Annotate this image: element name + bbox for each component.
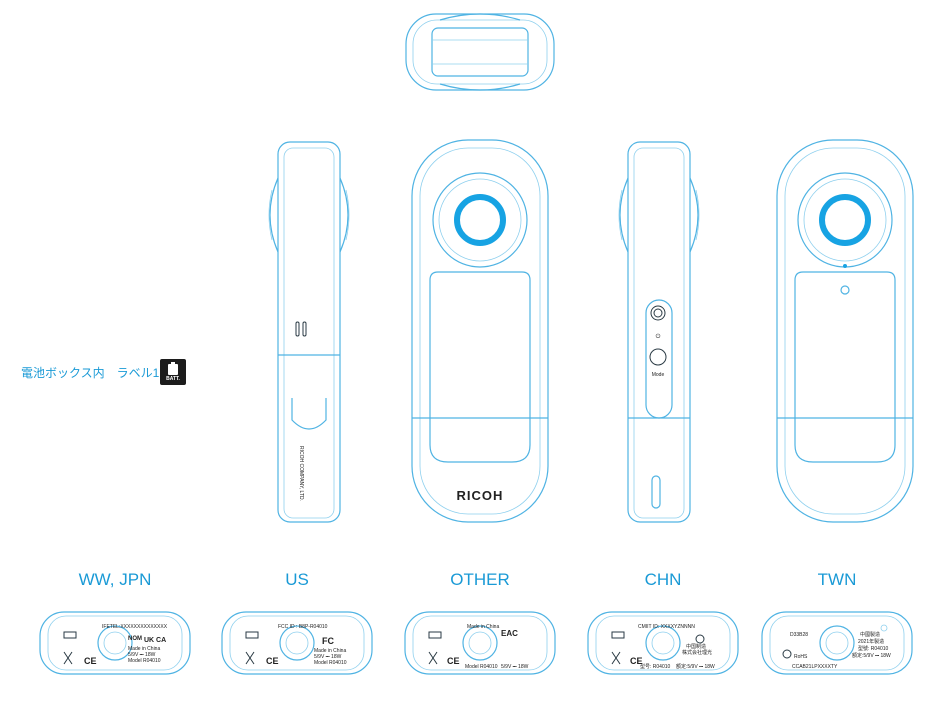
chn-line-4: 型号: R04010 [640,663,671,670]
us-line-4: Model R04010 [314,660,347,666]
twn-line-5: 2021年製造 [858,638,884,645]
back-lens-ring [819,194,871,246]
other-line-1: Made in China [467,624,499,630]
chn-line-3: 株式会社理光 [682,649,712,656]
bottom-view-twn: D33B28 RoHS CCAB21LPXXXXTY 中國製造 2021年製造 … [761,611,913,675]
back-view [776,139,914,523]
mode-label: Mode [652,372,665,378]
us-line-2: Made in China [314,648,346,654]
twn-line-6: 型號: R04010 [858,645,889,652]
side-view-left: RICOH COMPANY, LTD. [268,141,350,523]
region-title-chn: CHN [644,570,682,589]
chn-line-2: 中国制造 [686,643,706,650]
twn-line-1: D33B28 [790,632,808,638]
ww-mark-ce: CE [84,656,97,666]
twn-line-4: 中國製造 [860,631,880,638]
power-symbol-icon: ⏻ [656,333,661,340]
twn-line-7: 額定:5/9V ⎓ 18W [852,652,891,659]
ww-line-4: Model R04010 [128,658,161,664]
front-view: RICOH [411,139,549,523]
bottom-view-us: FCC ID : B8P-R04010 Made in China 5/9V ⎓… [221,611,373,675]
ww-line-2: Made in China [128,646,160,652]
battery-compartment-label: 電池ボックス内 ラベル1 [21,366,160,380]
ww-mark-nom: NOM [128,636,142,642]
usb-port [651,475,661,509]
bottom-view-chn: CMIIT ID: XXXXYZNNNN 中国制造 株式会社理光 型号: R04… [587,611,739,675]
chn-ccc-mark [695,634,705,644]
us-line-1: FCC ID : B8P-R04010 [278,624,328,630]
region-title-ww-jpn: WW, JPN [78,570,152,589]
battery-icon: BATT. [160,359,186,385]
chn-line-1: CMIIT ID: XXXXYZNNNN [638,624,695,630]
us-line-3: 5/9V ⎓ 18W [314,654,342,660]
twn-line-3: CCAB21LPXXXXTY [792,664,838,670]
other-mark-eac: EAC [501,629,518,638]
region-title-us: US [285,570,309,589]
chn-line-5: 额定:5/9V ⎓ 18W [676,663,715,670]
us-mark-fc: FC [322,636,334,646]
ww-mark-ukca: UK CA [144,637,166,644]
power-button[interactable] [650,305,666,321]
twn-rohs-mark [782,649,792,659]
bottom-view-other: Made in China Model R04010 5/9V ⎓ 18W EA… [404,611,556,675]
other-mark-ce: CE [447,656,460,666]
region-title-twn: TWN [817,570,857,589]
ww-line-1: IFETEL:XXXXXXXXXXXXXX [102,624,168,630]
us-mark-ce: CE [266,656,279,666]
chn-mark-ce: CE [630,656,643,666]
brand-logo: RICOH [457,488,504,503]
bottom-view-ww-jpn: IFETEL:XXXXXXXXXXXXXX Made in China 5/9V… [39,611,191,675]
top-view [405,13,555,91]
mode-button[interactable] [649,348,667,366]
region-title-other: OTHER [450,570,510,589]
side-view-right: ⏻ Mode [618,141,700,523]
ww-line-3: 5/9V ⎓ 18W [128,652,156,658]
front-lens-ring [454,194,506,246]
other-line-3: 5/9V ⎓ 18W [501,664,529,670]
other-line-2: Model R04010 [465,664,498,670]
company-label: RICOH COMPANY, LTD. [298,446,304,501]
twn-line-2: RoHS [794,654,808,660]
